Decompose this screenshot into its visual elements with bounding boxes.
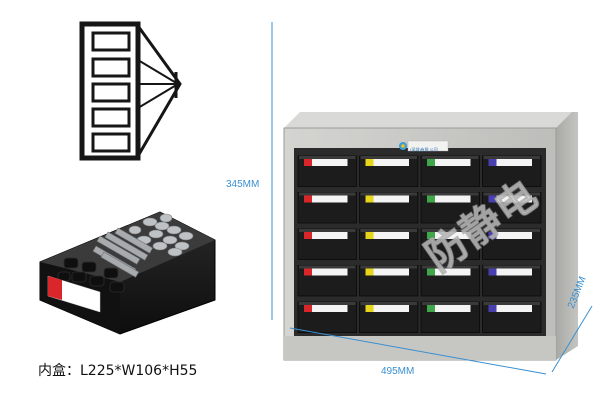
drawer-color-tag (365, 159, 374, 166)
drawer-label (488, 195, 532, 203)
drawer-color-tag (365, 268, 374, 276)
drawer-color-tag (427, 195, 435, 203)
drawer-label (304, 268, 348, 276)
drawer-label (365, 159, 409, 166)
drawer-label (365, 232, 409, 239)
drawer (482, 192, 542, 224)
drawer (359, 301, 419, 333)
drawer (297, 265, 357, 297)
drawer-color-tag (365, 232, 374, 239)
drawer-label (365, 268, 409, 276)
drawer-color-tag (488, 268, 497, 276)
drawer-label (427, 305, 471, 312)
drawer (359, 228, 419, 260)
drawer-label (304, 305, 348, 312)
cabinet-drawers (297, 155, 542, 333)
drawer-color-tag (304, 195, 312, 203)
drawer-color-tag (304, 159, 312, 166)
drawer-color-tag (365, 195, 374, 203)
drawer-label (365, 195, 409, 203)
drawer-label (427, 268, 471, 276)
drawer (482, 265, 542, 297)
drawer-color-tag (427, 268, 435, 276)
drawer (359, 192, 419, 224)
drawer (420, 301, 480, 333)
drawer (297, 155, 357, 187)
drawer (420, 192, 480, 224)
depth-dimension-line (551, 305, 593, 373)
drawer (420, 265, 480, 297)
inner-box-caption: 内盒：L225*W106*H55 (38, 363, 198, 379)
drawer (359, 265, 419, 297)
drawer-label (365, 305, 409, 312)
drawer-color-tag (304, 232, 312, 239)
drawer-label (488, 268, 532, 276)
drawer (297, 228, 357, 260)
drawer (297, 192, 357, 224)
drawer-color-tag (365, 305, 374, 312)
drawer (359, 155, 419, 187)
drawer (297, 301, 357, 333)
drawer-color-tag (488, 305, 497, 312)
drawer-color-tag (304, 305, 312, 312)
drawer-label (488, 159, 532, 166)
width-dimension-label: 495MM (381, 366, 415, 377)
drawer-color-tag (488, 195, 497, 203)
height-dimension-label: 345MM (226, 179, 260, 190)
drawer-color-tag (488, 232, 497, 239)
drawer-color-tag (427, 305, 435, 312)
drawer-label (304, 195, 348, 203)
drawer-color-tag (427, 232, 435, 239)
drawer-color-tag (488, 159, 497, 166)
drawer (420, 228, 480, 260)
drawer-label (427, 232, 471, 239)
drawer-label (304, 232, 348, 239)
drawer (482, 301, 542, 333)
drawer-label (427, 195, 471, 203)
drawer (420, 155, 480, 187)
drawer-label (488, 305, 532, 312)
drawer-label (304, 159, 348, 166)
drawer-color-tag (427, 159, 435, 166)
drawer-label (488, 232, 532, 239)
cabinet-logo-text: (深圳)有限 公司 (410, 147, 438, 152)
drawer (482, 228, 542, 260)
inner-bin-image (39, 211, 216, 335)
drawer-rack-image (79, 21, 182, 161)
drawer (482, 155, 542, 187)
drawer-label (427, 159, 471, 166)
width-dimension-line (289, 327, 547, 375)
drawer-color-tag (304, 268, 312, 276)
